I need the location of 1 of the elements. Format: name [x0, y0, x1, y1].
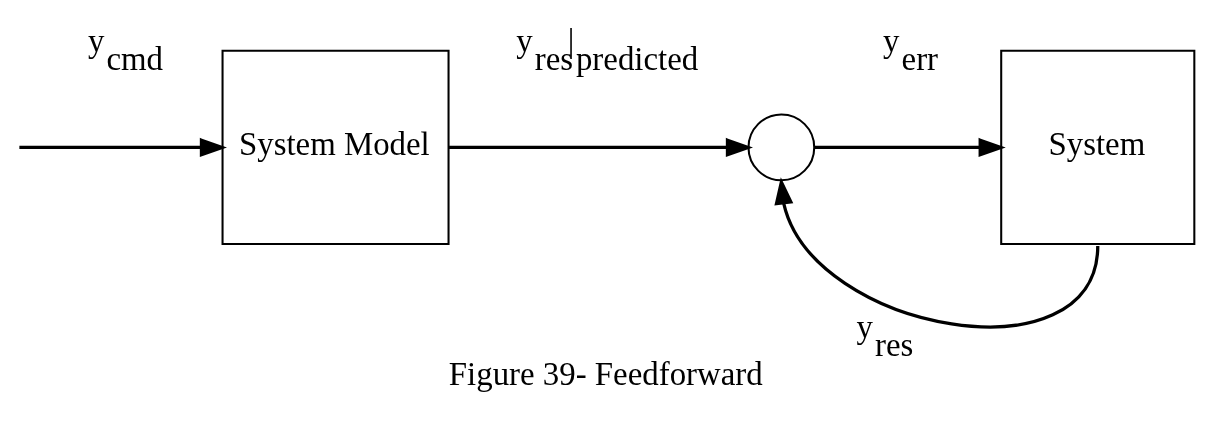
caption: Figure 39- Feedforward [448, 355, 763, 392]
